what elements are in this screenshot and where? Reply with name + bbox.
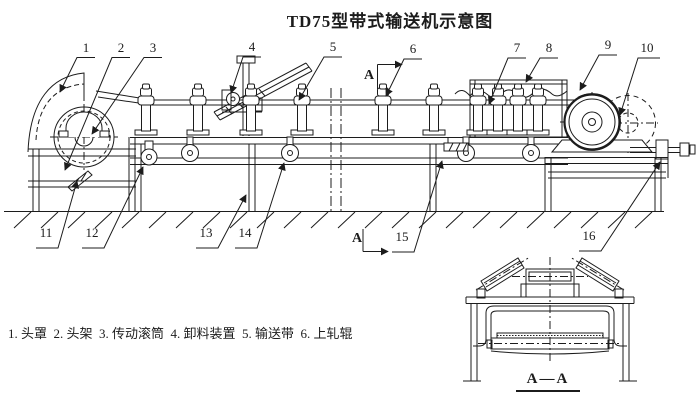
callout-15: 15: [395, 229, 409, 244]
callout-13: 13: [199, 225, 213, 240]
page-title: TD75型带式输送机示意图: [286, 12, 494, 31]
return-roller-section: [478, 332, 622, 355]
trough-idler-set: [475, 256, 625, 299]
tail-pulley: [563, 93, 621, 151]
callout-8: 8: [545, 40, 553, 55]
upper-idler-stands: [134, 83, 446, 136]
callout-6: 6: [409, 41, 417, 56]
section-cut-marks: [362, 60, 403, 256]
callout-2: 2: [117, 40, 125, 55]
callout-5: 5: [329, 39, 337, 54]
tail-assembly: [544, 92, 696, 211]
callout-4: 4: [248, 39, 256, 54]
legend-line-1: 1. 头罩 2. 头架 3. 传动滚筒 4. 卸料装置 5. 输送带 6. 上轧…: [8, 326, 353, 341]
section-marker-a-bottom: A: [351, 231, 363, 246]
takeup-screw: [630, 139, 696, 160]
callout-3: 3: [149, 40, 157, 55]
section-view-label: A—A: [516, 371, 580, 392]
section-marker-a-top: A: [363, 68, 375, 83]
callout-leaders: [36, 54, 661, 253]
callout-1: 1: [82, 40, 90, 55]
break-lines: [330, 88, 342, 211]
ground-line: [4, 211, 664, 229]
head-bend-pulley: [140, 140, 158, 166]
callout-9: 9: [604, 37, 612, 52]
discharge-device: [213, 55, 313, 136]
empty-section-cleaner: [443, 138, 469, 152]
callout-12: 12: [85, 225, 99, 240]
callout-11: 11: [39, 225, 53, 240]
parts-legend: 1. 头罩 2. 头架 3. 传动滚筒 4. 卸料装置 5. 输送带 6. 上轧…: [8, 266, 385, 400]
callout-7: 7: [513, 40, 521, 55]
section-view-aa: [463, 256, 637, 382]
callout-10: 10: [640, 40, 654, 55]
buffer-idler-stands: [466, 83, 550, 136]
callout-14: 14: [238, 225, 252, 240]
head-assembly: [27, 72, 158, 211]
callout-16: 16: [582, 228, 596, 243]
guide-chute: [454, 79, 568, 138]
